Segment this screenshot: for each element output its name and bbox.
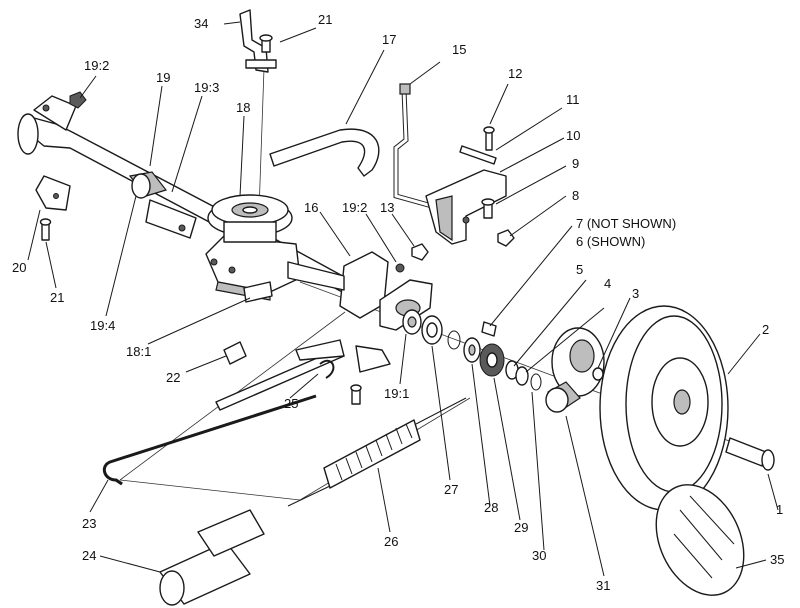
label-29: 29: [514, 520, 528, 535]
nut-19-2-top: [69, 91, 87, 109]
label-19-1: 19:1: [384, 386, 409, 401]
rod-23: [102, 394, 317, 486]
label-21-left: 21: [50, 290, 64, 305]
clip-6: [481, 321, 497, 337]
label-18: 18: [236, 100, 250, 115]
label-27: 27: [444, 482, 458, 497]
label-17: 17: [382, 32, 396, 47]
shift-lever-34: [239, 9, 277, 73]
label-11: 11: [566, 92, 580, 107]
washer-4: [515, 366, 529, 386]
hub-cap-35: [655, 484, 745, 596]
label-7: 7 (NOT SHOWN): [576, 216, 676, 231]
label-5: 5: [576, 262, 583, 277]
label-22: 22: [166, 370, 180, 385]
bolt-21-top: [259, 34, 273, 53]
mounting-bracket-10: [425, 169, 507, 245]
pivot-bracket: [350, 345, 391, 405]
snap-ring: [447, 330, 461, 350]
bushing-19-1: [402, 309, 422, 335]
label-19-2-top: 19:2: [84, 58, 109, 73]
label-23: 23: [82, 516, 96, 531]
screw-12: [483, 126, 495, 151]
washer-3: [592, 367, 604, 381]
bracket-20: [35, 175, 71, 211]
transmission-18: [205, 194, 301, 303]
label-1: 1: [776, 502, 783, 517]
label-9: 9: [572, 156, 579, 171]
label-31: 31: [596, 578, 610, 593]
label-16: 16: [304, 200, 318, 215]
label-3: 3: [632, 286, 639, 301]
drive-housing-16: [287, 251, 433, 331]
label-18-1: 18:1: [126, 344, 151, 359]
belt-17: [269, 128, 380, 177]
label-34: 34: [194, 16, 208, 31]
washer-28: [463, 337, 481, 363]
label-28: 28: [484, 500, 498, 515]
label-13: 13: [380, 200, 394, 215]
bolt-21-left: [39, 218, 52, 241]
label-19-2-mid: 19:2: [342, 200, 367, 215]
label-6: 6 (SHOWN): [576, 234, 645, 249]
label-24: 24: [82, 548, 96, 563]
bearing-bracket-19-4: [145, 199, 197, 239]
bolt-9: [481, 198, 495, 219]
label-4: 4: [604, 276, 611, 291]
label-21-top: 21: [318, 12, 332, 27]
label-30: 30: [532, 548, 546, 563]
knob-22: [223, 341, 247, 365]
label-26: 26: [384, 534, 398, 549]
label-25: 25: [284, 396, 298, 411]
label-2: 2: [762, 322, 769, 337]
label-19: 19: [156, 70, 170, 85]
snap-ring-30: [530, 373, 542, 391]
label-35: 35: [770, 552, 784, 567]
spring-clip-11: [459, 145, 497, 165]
spring-26: [287, 397, 467, 507]
clip-25: [319, 359, 335, 379]
label-10: 10: [566, 128, 580, 143]
gear-cover-31: [545, 327, 605, 413]
callout-labels: 34 21 17 15 12 11 10 9 8 7 (NOT SHOWN) 6…: [12, 12, 784, 593]
wheel-bolt-1: [725, 437, 775, 471]
nut-8: [497, 229, 515, 247]
washer-27: [421, 315, 443, 345]
control-rod-15: [393, 83, 433, 209]
label-19-3: 19:3: [194, 80, 219, 95]
nut-13: [411, 243, 429, 261]
grip-24: [159, 509, 265, 606]
label-8: 8: [572, 188, 579, 203]
label-19-4: 19:4: [90, 318, 115, 333]
lever-rod: [215, 339, 345, 411]
label-20: 20: [12, 260, 26, 275]
label-15: 15: [452, 42, 466, 57]
pinion-gear-29: [479, 343, 505, 377]
wheel-2: [599, 305, 729, 511]
leader-lines: [27, 21, 779, 577]
label-12: 12: [508, 66, 522, 81]
